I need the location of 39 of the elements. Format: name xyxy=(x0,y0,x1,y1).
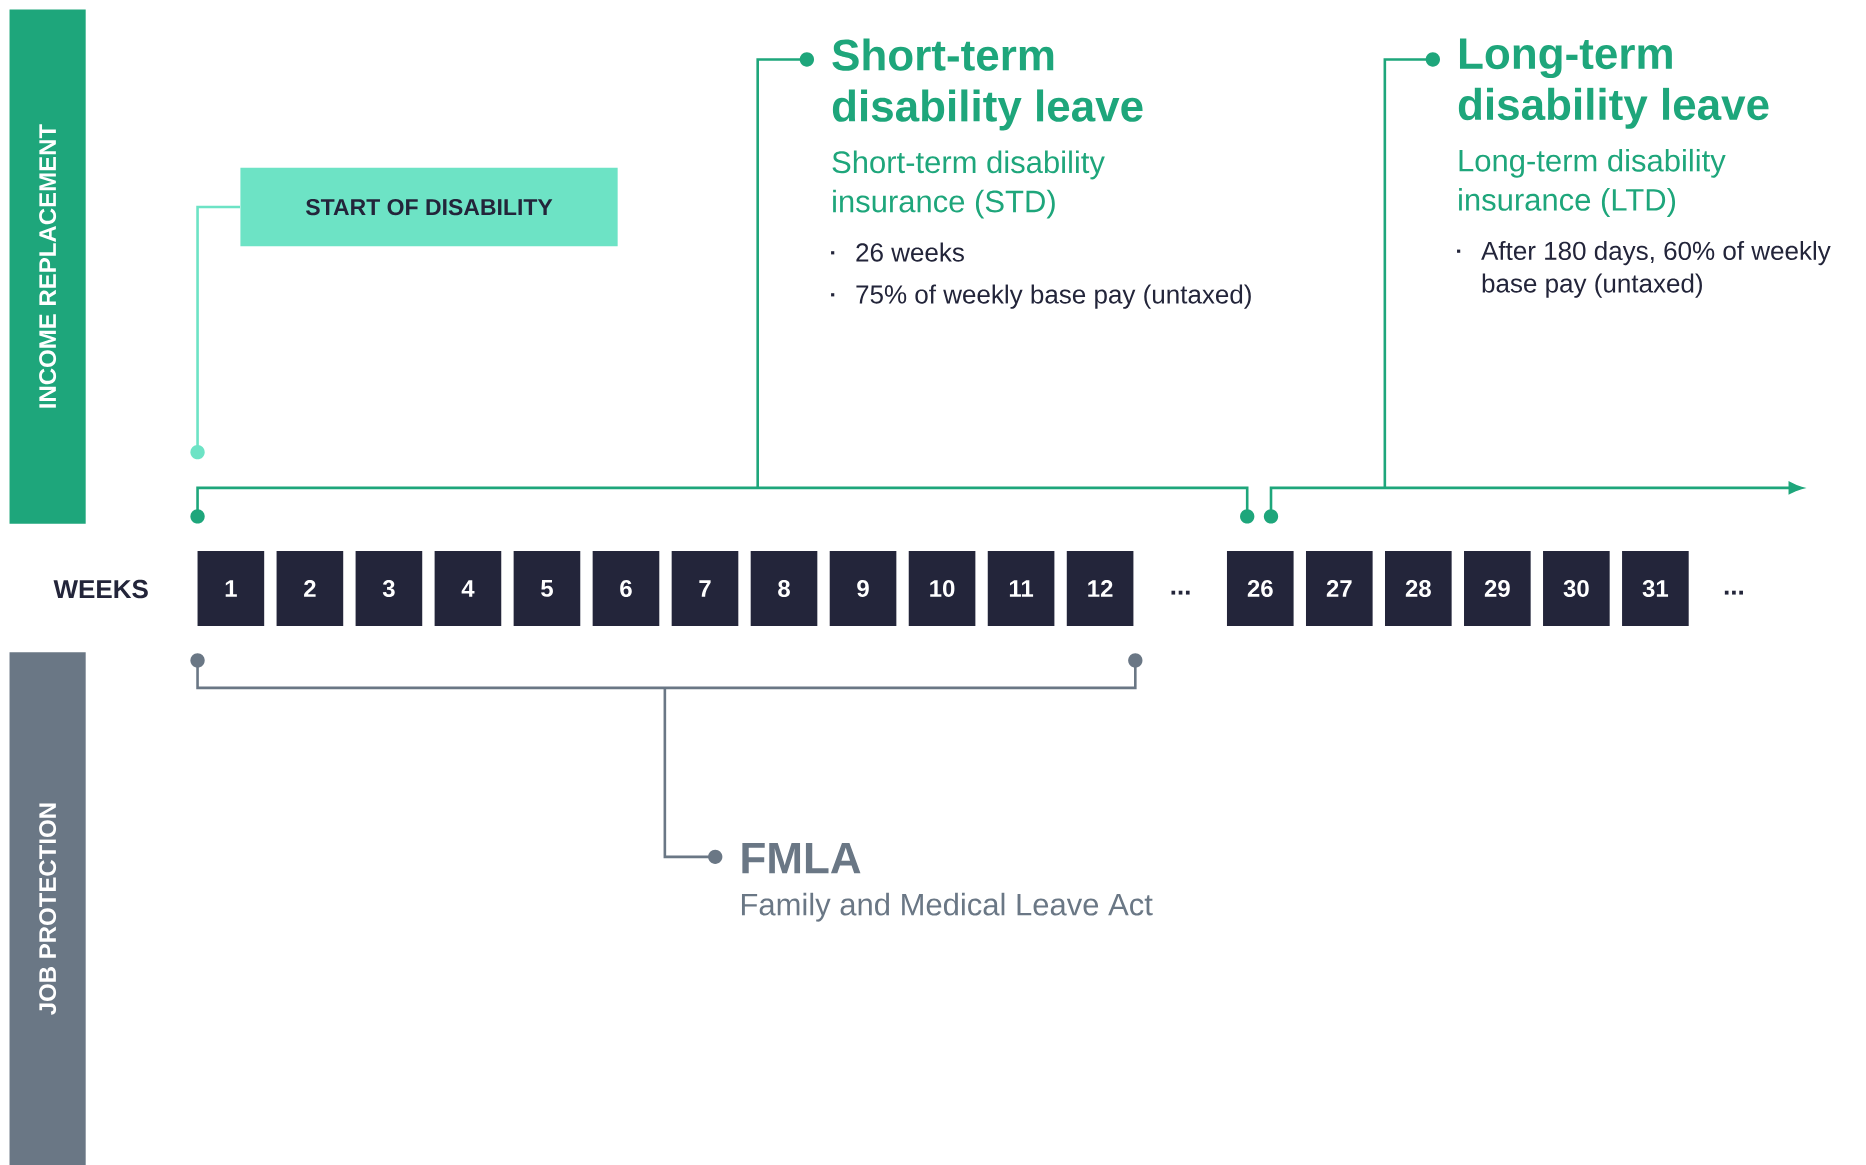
start-box: START OF DISABILITY xyxy=(240,167,618,247)
side-band: JOB PROTECTION xyxy=(9,652,86,1165)
week-box: 3 xyxy=(355,550,423,626)
bullet-text: After 180 days, 60% of weekly base pay (untaxed) xyxy=(1481,240,1831,298)
leader-line xyxy=(190,205,240,460)
week-box: 8 xyxy=(750,550,818,626)
bracket xyxy=(190,653,1143,690)
ellipsis: ... xyxy=(1171,590,1190,595)
week-box: 5 xyxy=(513,550,581,626)
leader-line xyxy=(1383,52,1440,488)
week-box: 4 xyxy=(434,550,502,626)
bracket xyxy=(190,486,1255,524)
heading: Long-term disability leave xyxy=(1458,38,1769,129)
bullet-text: 75% of weekly base pay (untaxed) xyxy=(856,284,1251,309)
week-box: 12 xyxy=(1066,550,1134,626)
subtitle: Family and Medical Leave Act xyxy=(742,892,1153,922)
week-box: 7 xyxy=(671,550,739,626)
heading: FMLA xyxy=(742,842,861,874)
week-box: 6 xyxy=(592,550,660,626)
week-box: 10 xyxy=(908,550,976,626)
week-box: 11 xyxy=(987,550,1055,626)
subtitle: Long-term disability insurance (LTD) xyxy=(1459,148,1726,217)
week-box: 31 xyxy=(1622,550,1689,626)
leader-line xyxy=(756,52,814,488)
week-box: 27 xyxy=(1306,550,1373,626)
week-box: 30 xyxy=(1543,550,1610,626)
ellipsis: ... xyxy=(1724,590,1743,595)
subtitle: Short-term disability insurance (STD) xyxy=(832,150,1105,219)
side-band: INCOME REPLACEMENT xyxy=(9,9,86,524)
week-box: 2 xyxy=(276,550,344,626)
week-box: 29 xyxy=(1464,550,1531,626)
heading: Short-term disability leave xyxy=(832,38,1143,131)
week-box: 28 xyxy=(1385,550,1452,626)
axis-label: WEEKS xyxy=(53,579,148,599)
leader-line xyxy=(663,688,723,864)
bullet-text: 26 weeks xyxy=(856,242,964,262)
week-box: 1 xyxy=(197,550,265,626)
week-box: 26 xyxy=(1226,550,1294,626)
week-box: 9 xyxy=(829,550,897,626)
